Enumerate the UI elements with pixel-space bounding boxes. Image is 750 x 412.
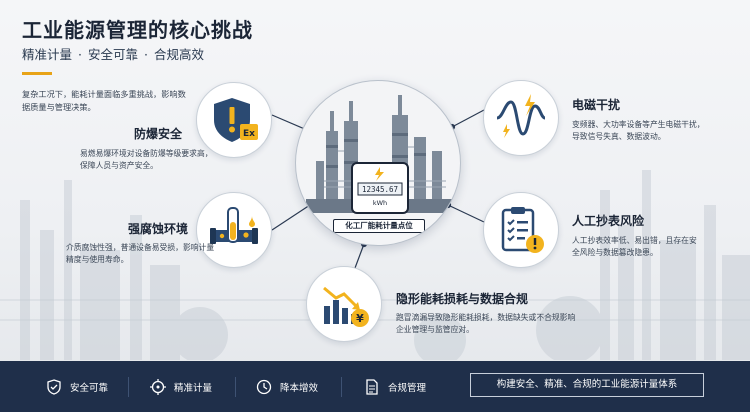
intro-text: 复杂工况下，能耗计量面临多重挑战，影响数据质量与管理决策。 bbox=[22, 89, 186, 112]
subtitle-part-compliant: 合规高效 bbox=[154, 47, 205, 62]
corrosion-icon-circle bbox=[196, 192, 272, 268]
manual-reading-title: 人工抄表风险 bbox=[572, 214, 645, 228]
ex-badge-text: Ex bbox=[243, 129, 255, 139]
footer-item-efficiency: 降本增效 bbox=[256, 375, 318, 399]
crosshair-target-icon bbox=[150, 379, 166, 395]
explosion-proof-desc: 易燃易爆环境对设备防爆等级要求高，保障人员与资产安全。 bbox=[80, 149, 213, 170]
manual-reading-desc: 人工抄表效率低、易出错，且存在安全风险与数据篡改隐患。 bbox=[572, 236, 697, 257]
background-plant-silhouette bbox=[0, 170, 750, 360]
meter-reading: 12345.67 bbox=[362, 185, 398, 194]
page-subtitle: 精准计量 · 安全可靠 · 合规高效 bbox=[22, 44, 204, 63]
emi-icon-circle bbox=[483, 80, 559, 156]
hidden-loss-desc: 跑冒滴漏导致隐形能耗损耗，数据缺失或不合规影响企业管理与监管应对。 bbox=[396, 313, 576, 334]
shield-check-icon bbox=[47, 379, 61, 395]
footer-separator bbox=[235, 377, 236, 397]
hub-label: 化工厂能耗计量点位 bbox=[333, 219, 425, 233]
footer-slogan: 构建安全、精准、合规的工业能源计量体系 bbox=[470, 373, 704, 397]
hidden-loss-icon-circle: ¥ bbox=[306, 266, 382, 342]
emi-desc: 变频器、大功率设备等产生电磁干扰，导致信号失真、数据波动。 bbox=[572, 120, 705, 141]
explosion-proof-title: 防爆安全 bbox=[134, 127, 183, 141]
footer-separator bbox=[128, 377, 129, 397]
chemical-plant-hub: 12345.67 kWh 化工厂能耗计量点位 bbox=[295, 80, 461, 246]
footer-label-efficiency: 降本增效 bbox=[280, 383, 319, 394]
footer-label-safe: 安全可靠 bbox=[70, 383, 109, 394]
electromagnetic-wave-icon bbox=[496, 94, 546, 138]
corrosion-title: 强腐蚀环境 bbox=[128, 222, 189, 236]
corrosion-desc: 介质腐蚀性强，普通设备易受损，影响计量精度与使用寿命。 bbox=[66, 243, 215, 264]
subtitle-part-accurate: 精准计量 bbox=[22, 47, 73, 62]
subtitle-separator: · bbox=[144, 47, 148, 62]
clipboard-warning-icon bbox=[501, 207, 544, 253]
footer-item-safe: 安全可靠 bbox=[46, 375, 108, 399]
footer-item-accurate: 精准计量 bbox=[150, 375, 212, 399]
footer-separator bbox=[341, 377, 342, 397]
explosion-proof-icon-circle: Ex bbox=[196, 82, 272, 158]
footer-item-compliance: 合规管理 bbox=[364, 375, 426, 399]
footer-label-compliance: 合规管理 bbox=[388, 383, 427, 394]
declining-chart-coin-icon: ¥ bbox=[323, 286, 369, 327]
meter-unit: kWh bbox=[373, 199, 387, 207]
footer-bar: 安全可靠 精准计量 降本增效 合规管理 构建安全、精准、合规的工业能源计量体系 bbox=[0, 361, 750, 412]
hidden-loss-title: 隐形能耗损耗与数据合规 bbox=[396, 292, 529, 306]
corrosion-pipe-icon bbox=[210, 207, 258, 244]
emi-title: 电磁干扰 bbox=[572, 98, 621, 112]
subtitle-separator: · bbox=[78, 47, 82, 62]
title-accent-bar bbox=[22, 72, 52, 75]
page-title: 工业能源管理的核心挑战 bbox=[22, 18, 253, 42]
yen-coin-text: ¥ bbox=[356, 312, 364, 325]
clock-icon bbox=[256, 379, 272, 395]
document-icon bbox=[366, 379, 378, 395]
footer-label-accurate: 精准计量 bbox=[174, 383, 213, 394]
manual-reading-icon-circle bbox=[483, 192, 559, 268]
subtitle-part-safe: 安全可靠 bbox=[88, 47, 139, 62]
explosion-proof-shield-icon: Ex bbox=[214, 98, 258, 142]
refinery-illustration: 12345.67 kWh bbox=[306, 95, 452, 214]
